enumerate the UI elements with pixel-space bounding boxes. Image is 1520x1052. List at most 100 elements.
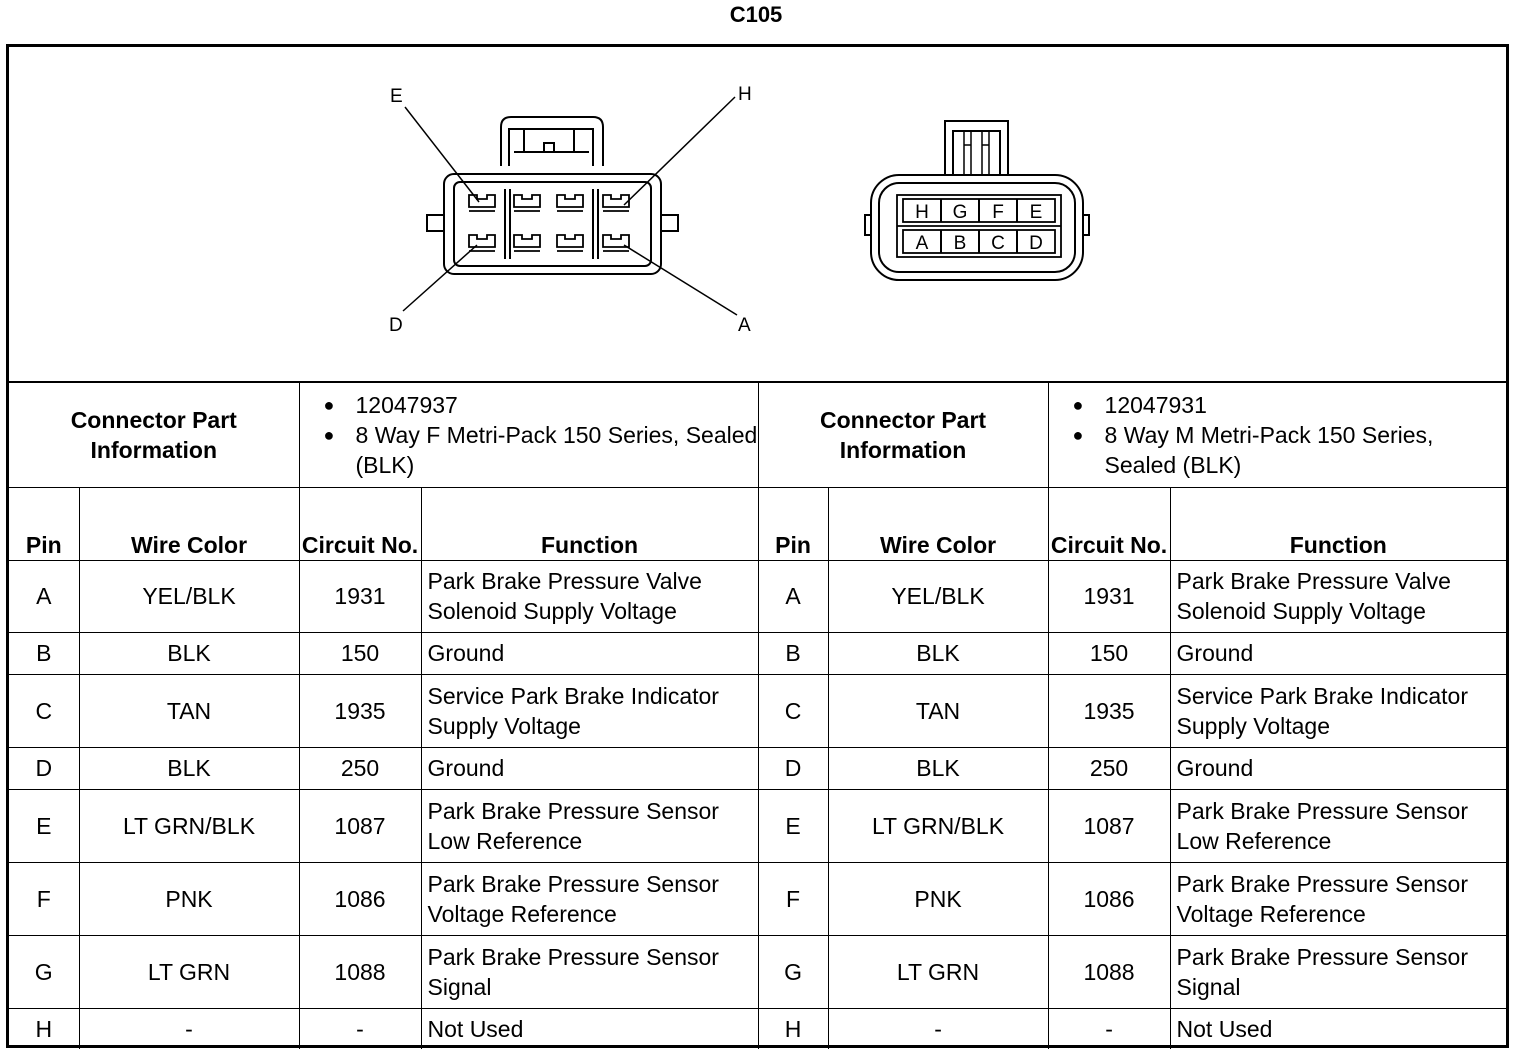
header-function: Function [1169,486,1507,561]
connector-info-label-right: Connector Part Information [757,381,1049,488]
connector-info-row: Connector Part Information 12047937 8 Wa… [9,381,1507,488]
wire-color-cell: YEL/BLK [78,559,300,633]
connector-info-label-left: Connector Part Information [9,381,300,488]
pin-cell: D [757,746,829,790]
header-circuit-no: Circuit No. [1047,486,1171,561]
table-row: C TAN 1935 Service Park Brake Indicator … [9,673,1507,748]
pin-cell: H [757,1007,829,1049]
circuit-cell: 250 [1047,746,1171,790]
function-cell: Park Brake Pressure Sensor Signal [1169,934,1507,1009]
function-cell: Service Park Brake Indicator Supply Volt… [420,673,759,748]
pin-cell: E [9,788,80,863]
header-pin: Pin [757,486,829,561]
table-row: G LT GRN 1088 Park Brake Pressure Sensor… [9,934,1507,1009]
wire-color-cell: LT GRN [827,934,1049,1009]
column-header-row: Pin Wire Color Circuit No. Function Pin … [9,486,1507,561]
function-cell: Park Brake Pressure Sensor Low Reference [420,788,759,863]
wire-color-cell: BLK [827,746,1049,790]
wire-color-cell: LT GRN/BLK [827,788,1049,863]
table-row: F PNK 1086 Park Brake Pressure Sensor Vo… [9,861,1507,936]
circuit-cell: 150 [298,631,422,675]
wire-color-cell: - [78,1007,300,1049]
header-circuit-no: Circuit No. [298,486,422,561]
function-cell: Not Used [1169,1007,1507,1049]
female-connector-diagram [402,96,738,316]
pin-cell: H [9,1007,80,1049]
wire-color-cell: - [827,1007,1049,1049]
function-cell: Ground [420,746,759,790]
wire-color-cell: YEL/BLK [827,559,1049,633]
pin-cell: E [757,788,829,863]
pin-cell: B [757,631,829,675]
function-cell: Ground [1169,631,1507,675]
wire-color-cell: LT GRN/BLK [78,788,300,863]
wire-color-cell: TAN [78,673,300,748]
pin-cell: C [757,673,829,748]
circuit-cell: 1088 [298,934,422,1009]
male-connector-diagram [864,120,1090,281]
wire-color-cell: BLK [78,631,300,675]
description-right: 8 Way M Metri-Pack 150 Series, Sealed (B… [1073,420,1507,480]
function-cell: Park Brake Pressure Sensor Voltage Refer… [1169,861,1507,936]
wire-color-cell: PNK [78,861,300,936]
circuit-cell: 1935 [298,673,422,748]
circuit-cell: 1086 [298,861,422,936]
connector-info-left: 12047937 8 Way F Metri-Pack 150 Series, … [298,381,759,488]
table-row: A YEL/BLK 1931 Park Brake Pressure Valve… [9,559,1507,633]
pin-cell: G [9,934,80,1009]
male-pin-e: E [1030,202,1043,223]
wire-color-cell: PNK [827,861,1049,936]
male-pin-c: C [991,233,1005,254]
function-cell: Ground [420,631,759,675]
male-pin-labels: H G F E A B C D [915,202,1043,254]
function-cell: Park Brake Pressure Valve Solenoid Suppl… [420,559,759,633]
pinout-table: Connector Part Information 12047937 8 Wa… [9,381,1507,1049]
header-wire-color: Wire Color [78,486,300,561]
pin-cell: F [757,861,829,936]
table-row: B BLK 150 Ground B BLK 150 Ground [9,631,1507,675]
female-callouts: E H D A [389,84,752,336]
pin-cell: C [9,673,80,748]
circuit-cell: 1087 [1047,788,1171,863]
male-pin-f: F [992,202,1004,223]
function-cell: Park Brake Pressure Sensor Low Reference [1169,788,1507,863]
callout-h: H [738,84,752,105]
circuit-cell: 1935 [1047,673,1171,748]
description-left: 8 Way F Metri-Pack 150 Series, Sealed (B… [324,420,758,480]
circuit-cell: 1088 [1047,934,1171,1009]
connector-sheet: E H D A [6,44,1509,1049]
male-pin-h: H [915,202,929,223]
function-cell: Park Brake Pressure Sensor Voltage Refer… [420,861,759,936]
circuit-cell: 1931 [1047,559,1171,633]
header-function: Function [420,486,759,561]
pin-cell: D [9,746,80,790]
part-number-right: 12047931 [1073,390,1507,420]
table-row: H - - Not Used H - - Not Used [9,1007,1507,1049]
circuit-cell: 1086 [1047,861,1171,936]
circuit-cell: 250 [298,746,422,790]
pin-cell: A [9,559,80,633]
male-pin-g: G [953,202,968,223]
callout-a: A [738,315,751,336]
table-row: D BLK 250 Ground D BLK 250 Ground [9,746,1507,790]
wire-color-cell: TAN [827,673,1049,748]
page-title: C105 [729,2,783,27]
callout-d: D [389,315,403,336]
male-pin-a: A [916,233,929,254]
pin-cell: G [757,934,829,1009]
male-pin-d: D [1029,233,1043,254]
wire-color-cell: BLK [827,631,1049,675]
pin-cell: A [757,559,829,633]
header-wire-color: Wire Color [827,486,1049,561]
wire-color-cell: LT GRN [78,934,300,1009]
circuit-cell: - [298,1007,422,1049]
function-cell: Park Brake Pressure Sensor Signal [420,934,759,1009]
wire-color-cell: BLK [78,746,300,790]
header-pin: Pin [9,486,80,561]
table-row: E LT GRN/BLK 1087 Park Brake Pressure Se… [9,788,1507,863]
part-number-left: 12047937 [324,390,758,420]
male-pin-b: B [954,233,967,254]
function-cell: Park Brake Pressure Valve Solenoid Suppl… [1169,559,1507,633]
function-cell: Not Used [420,1007,759,1049]
pin-cell: B [9,631,80,675]
